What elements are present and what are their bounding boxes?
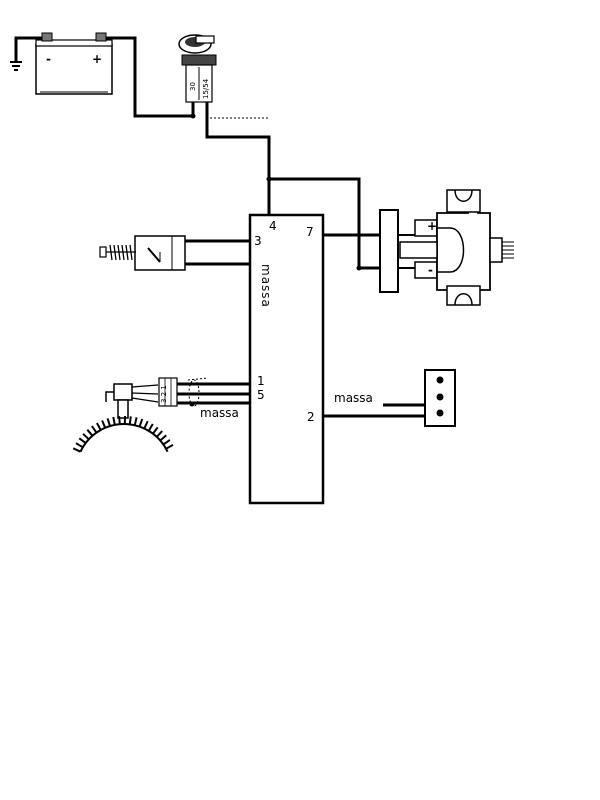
wires (14, 36, 455, 418)
ground-icon (10, 61, 22, 71)
tone-wheel-tooth (86, 429, 94, 437)
battery-minus-label: - (46, 52, 51, 66)
tone-wheel-tooth (101, 420, 107, 429)
battery-plus-label: + (92, 52, 102, 66)
connector-massa-label: massa (334, 391, 373, 405)
module-massa-label: massa (259, 264, 273, 308)
tone-wheel-tooth (91, 425, 98, 434)
tone-wheel-tooth (133, 417, 138, 426)
pin-2-label: 2 (307, 410, 315, 424)
ignition-output-wire (205, 88, 271, 215)
junction-dots (190, 113, 362, 271)
tone-wheel-tooth (165, 444, 174, 450)
control-module: 4 3 7 massa 1 5 2 (248, 213, 325, 505)
pin-1-label: 1 (257, 374, 265, 388)
tone-wheel-tooth (82, 433, 90, 441)
tone-wheel-icon (72, 415, 174, 453)
ground-wire (14, 36, 45, 62)
pin-7-label: 7 (306, 225, 314, 239)
sensor-connector-pins: 3 2 1 (160, 385, 168, 403)
tone-wheel-tooth (118, 416, 121, 425)
tone-wheel-tooth (155, 430, 163, 438)
battery-positive-wire (99, 36, 195, 118)
tone-wheel-tooth (128, 416, 132, 425)
three-pin-connector-icon (424, 369, 456, 427)
tone-wheel-tooth (147, 423, 154, 432)
coil-plus-label: + (427, 219, 437, 233)
tone-wheel-tooth (96, 422, 102, 431)
crank-massa-label: massa (200, 406, 239, 420)
ignition-switch-icon: 30 15/54 (178, 34, 217, 103)
tone-wheel-tooth (75, 442, 84, 449)
tone-wheel-rim (79, 423, 169, 453)
tone-wheel-tooth (162, 439, 171, 446)
tone-wheel-tooth (72, 447, 81, 453)
pin-3-label: 3 (254, 234, 262, 248)
tone-wheel-tooth (143, 420, 149, 429)
tone-wheel-tooth (159, 434, 167, 442)
tone-wheel-tooth (78, 437, 87, 444)
ignition-terminal-30: 30 (189, 82, 197, 91)
battery-icon: - + (35, 32, 113, 95)
tone-wheel-tooth (152, 426, 159, 435)
pin-4-label: 4 (269, 219, 277, 233)
tone-wheel-tooth (106, 418, 111, 427)
ignition-terminal-15-54: 15/54 (202, 78, 210, 99)
crank-sensor-icon: 3 2 1 (105, 377, 209, 419)
coil-minus-label: - (428, 263, 433, 277)
coil-feed-wire (269, 177, 380, 270)
ignition-coil-icon: + - (379, 189, 514, 306)
pin-5-label: 5 (257, 388, 265, 402)
spring-sensor-icon (99, 235, 186, 271)
tone-wheel-tooth (138, 418, 144, 427)
tone-wheel-tooth (112, 416, 116, 426)
